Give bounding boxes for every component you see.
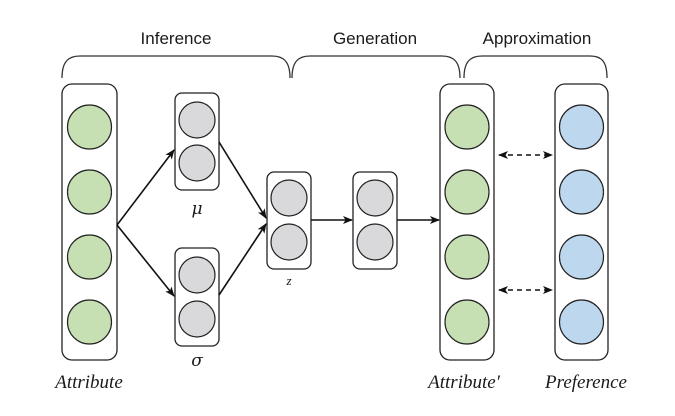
layer-preference xyxy=(554,83,609,361)
node-attribute-prime-2 xyxy=(444,169,490,215)
edge-sigma-to-z xyxy=(218,223,267,296)
node-mu-1 xyxy=(178,101,216,139)
node-attribute-2 xyxy=(66,169,113,215)
node-z-2 xyxy=(270,223,308,261)
layer-label-sigma: σ xyxy=(191,351,203,371)
layer-label-attribute-prime: Attribute′ xyxy=(426,372,501,393)
node-hidden-1 xyxy=(356,179,394,217)
section-label-generation: Generation xyxy=(333,29,417,48)
node-attribute-prime-1 xyxy=(444,104,490,150)
layer-attribute-prime xyxy=(439,83,495,361)
node-sigma-2 xyxy=(178,300,216,338)
node-hidden-2 xyxy=(356,223,394,261)
layer-label-z: z xyxy=(285,273,291,288)
layer-sigma xyxy=(174,247,220,347)
layer-label-preference: Preference xyxy=(544,372,627,393)
layer-box xyxy=(439,83,495,361)
node-attribute-1 xyxy=(66,104,113,150)
node-preference-2 xyxy=(558,169,605,215)
node-preference-4 xyxy=(558,299,605,345)
brace-inference xyxy=(61,55,291,79)
layer-attribute xyxy=(61,83,118,361)
node-preference-1 xyxy=(558,104,605,150)
edge-attribute-to-sigma xyxy=(116,224,175,297)
node-z-1 xyxy=(270,179,308,217)
layer-mu xyxy=(174,92,220,191)
layer-label-attribute: Attribute xyxy=(53,372,123,393)
node-attribute-4 xyxy=(66,299,113,345)
layer-box xyxy=(174,247,220,347)
brace-approximation xyxy=(463,55,608,79)
edge-mu-to-z xyxy=(218,141,267,219)
layer-z xyxy=(266,171,312,270)
node-mu-2 xyxy=(178,144,216,182)
layer-box xyxy=(554,83,609,361)
node-attribute-3 xyxy=(66,234,113,280)
node-attribute-prime-4 xyxy=(444,299,490,345)
node-preference-3 xyxy=(558,234,605,280)
layer-label-mu: μ xyxy=(191,199,202,219)
section-label-inference: Inference xyxy=(141,29,212,48)
node-sigma-1 xyxy=(178,256,216,294)
brace-generation xyxy=(291,55,461,79)
layer-hidden xyxy=(352,171,398,270)
edge-attribute-to-mu xyxy=(116,149,175,226)
node-attribute-prime-3 xyxy=(444,234,490,280)
layer-box xyxy=(61,83,118,361)
layer-box xyxy=(174,92,220,191)
section-label-approximation: Approximation xyxy=(483,29,592,48)
